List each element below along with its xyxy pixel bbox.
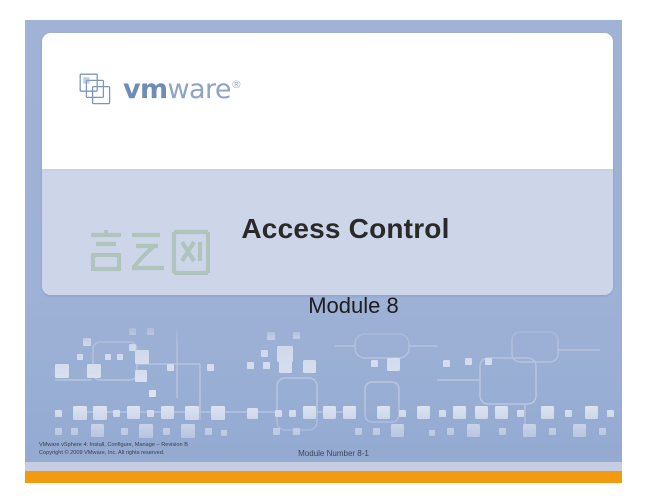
- presentation-slide: vmware®: [25, 20, 622, 471]
- chinese-watermark: [84, 227, 212, 279]
- vmware-logo: vmware®: [79, 69, 242, 109]
- card-white-region: [42, 33, 613, 169]
- footer-strip: [25, 462, 622, 471]
- logo-word-vm: vm: [123, 73, 168, 105]
- logo-word-ware: ware: [167, 73, 232, 105]
- slide-content-card: vmware®: [42, 33, 613, 295]
- vmware-wordmark: vmware®: [123, 73, 242, 105]
- slide-footer: VMware vSphere 4: Install, Configure, Ma…: [25, 435, 622, 471]
- footer-legal-text: VMware vSphere 4: Install, Configure, Ma…: [39, 441, 188, 457]
- circuit-board-pattern: [25, 320, 622, 438]
- footer-legal-line-1: VMware vSphere 4: Install, Configure, Ma…: [39, 442, 188, 448]
- logo-trademark: ®: [230, 77, 242, 91]
- footer-legal-line-2: Copyright © 2009 VMware, Inc. All rights…: [39, 450, 165, 457]
- module-subtitle: Module 8: [308, 293, 399, 318]
- vmware-logo-mark-icon: [79, 73, 112, 106]
- accent-bar: [25, 471, 622, 483]
- footer-module-number: Module Number 8-1: [298, 449, 369, 458]
- card-divider: [42, 169, 613, 171]
- page-title: Access Control: [241, 213, 450, 244]
